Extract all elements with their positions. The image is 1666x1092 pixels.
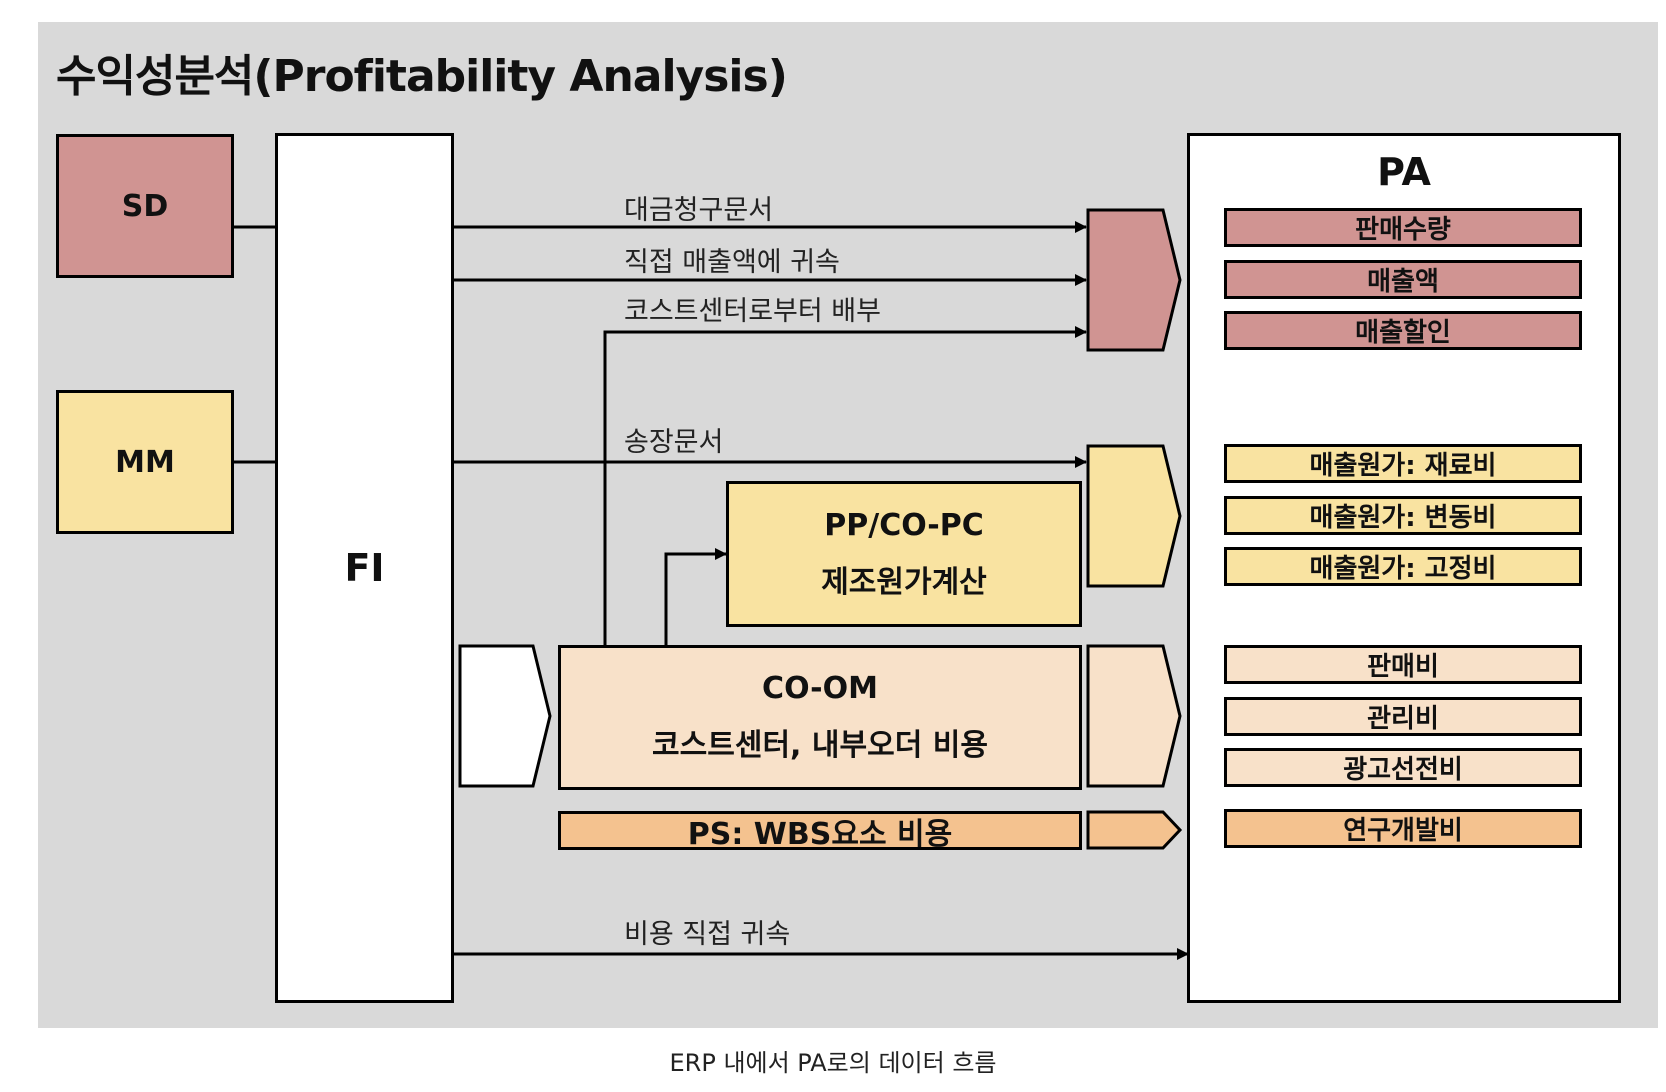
figure-caption: ERP 내에서 PA로의 데이터 흐름 — [669, 1049, 997, 1077]
pa-item-cogs-fixed: 매출원가: 고정비 — [1224, 547, 1582, 586]
connector-chevron-red — [1086, 208, 1182, 352]
fi-to-coom-chevron — [458, 644, 552, 788]
pa-item-rnd: 연구개발비 — [1224, 809, 1582, 848]
pa-item-cogs-variable: 매출원가: 변동비 — [1224, 496, 1582, 535]
pa-item-revenue: 매출액 — [1224, 260, 1582, 299]
ppco-box: PP/CO-PC 제조원가계산 — [726, 481, 1082, 627]
connector-chevron-yellow — [1086, 444, 1182, 588]
pa-item-label: 매출원가: 고정비 — [1309, 554, 1497, 584]
ppco-title: PP/CO-PC — [824, 507, 984, 543]
pa-item-label: 판매비 — [1367, 652, 1439, 682]
pa-title: PA — [1377, 150, 1431, 194]
coom-box: CO-OM 코스트센터, 내부오더 비용 — [558, 645, 1082, 790]
ps-label: PS: WBS요소 비용 — [687, 816, 953, 852]
flow-label-direct-cost: 비용 직접 귀속 — [624, 919, 791, 950]
pa-item-label: 관리비 — [1367, 704, 1439, 734]
sd-box: SD — [56, 134, 234, 278]
flow-label-billing: 대금청구문서 — [624, 195, 774, 226]
pa-item-label: 매출원가: 재료비 — [1309, 451, 1497, 481]
diagram-title: 수익성분석(Profitability Analysis) — [56, 51, 788, 102]
sd-label: SD — [121, 188, 169, 224]
ps-bar: PS: WBS요소 비용 — [558, 811, 1082, 852]
fi-box: FI — [275, 133, 454, 1003]
pa-item-admin-expense: 관리비 — [1224, 697, 1582, 736]
arrow-cost-center-alloc — [603, 326, 1087, 647]
arrow-coom-to-ppco — [664, 548, 727, 647]
pa-item-advertising: 광고선전비 — [1224, 748, 1582, 787]
pa-item-label: 매출액 — [1367, 267, 1439, 297]
connector-chevron-orange — [1086, 810, 1183, 850]
mm-label: MM — [115, 444, 175, 480]
pa-item-label: 매출할인 — [1355, 318, 1451, 348]
pa-item-label: 판매수량 — [1355, 215, 1451, 245]
fi-label: FI — [344, 546, 385, 590]
pa-item-cogs-material: 매출원가: 재료비 — [1224, 444, 1582, 483]
mm-box: MM — [56, 390, 234, 534]
pa-item-label: 광고선전비 — [1343, 755, 1463, 785]
pa-item-sales-qty: 판매수량 — [1224, 208, 1582, 247]
pa-item-label: 연구개발비 — [1343, 816, 1463, 846]
flow-label-invoice: 송장문서 — [624, 427, 724, 458]
flow-label-direct-revenue: 직접 매출액에 귀속 — [624, 247, 840, 278]
coom-title: CO-OM — [762, 671, 878, 706]
pa-item-label: 매출원가: 변동비 — [1309, 503, 1497, 533]
pa-item-sales-discount: 매출할인 — [1224, 311, 1582, 350]
connector-chevron-peach — [1086, 644, 1182, 788]
ppco-subtitle: 제조원가계산 — [821, 564, 987, 600]
flow-label-cost-center-alloc: 코스트센터로부터 배부 — [624, 296, 881, 327]
coom-subtitle: 코스트센터, 내부오더 비용 — [652, 728, 988, 763]
pa-item-selling-expense: 판매비 — [1224, 645, 1582, 684]
